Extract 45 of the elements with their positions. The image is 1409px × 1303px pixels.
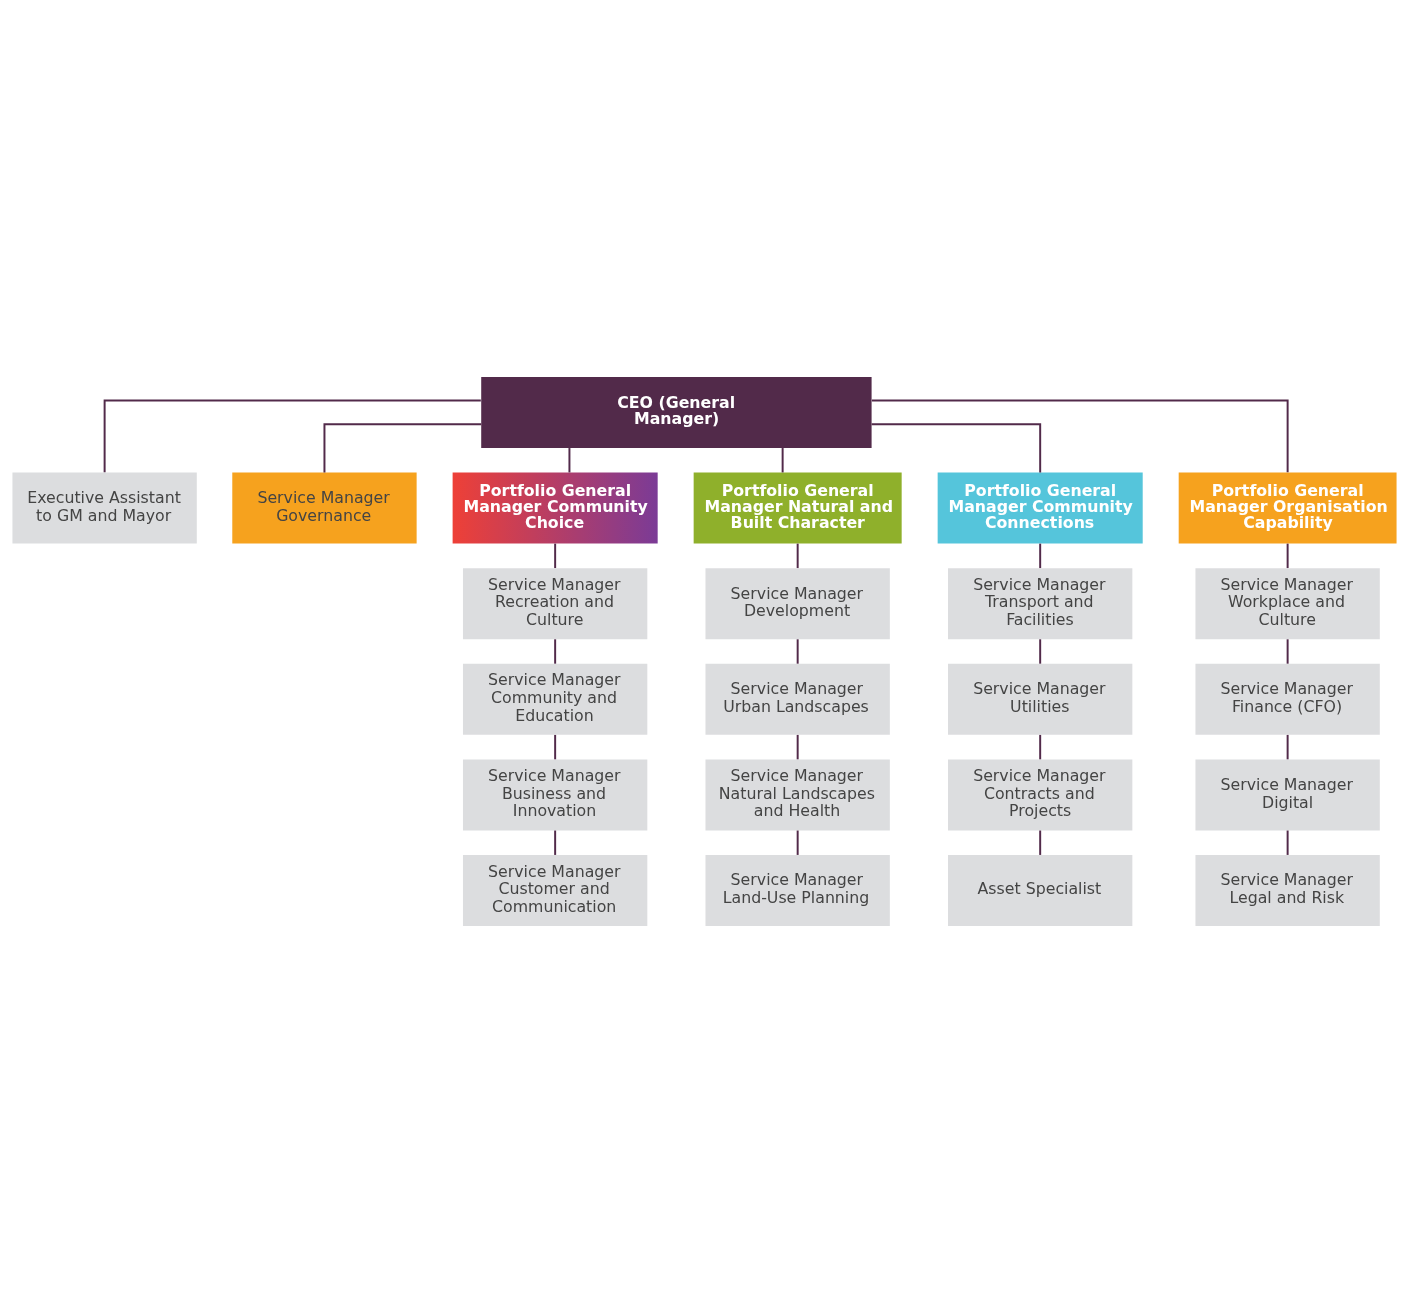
- connector: [1286, 638, 1289, 665]
- node-box: CEO (General Manager): [481, 376, 872, 448]
- connector: [870, 423, 1042, 474]
- node-box: Portfolio General Manager Natural and Built Character: [693, 472, 902, 544]
- node-box: Service Manager Natural Landscapes and Health: [705, 759, 890, 831]
- node-box: Service Manager Legal and Risk: [1195, 855, 1380, 927]
- connector: [554, 542, 557, 570]
- node-box: Asset Specialist: [948, 855, 1133, 927]
- connector: [103, 399, 482, 474]
- connector: [796, 542, 799, 570]
- connector: [1039, 733, 1042, 761]
- connector: [568, 447, 571, 474]
- node-box: Service Manager Governance: [232, 472, 417, 544]
- connector: [1286, 829, 1289, 856]
- connector: [1039, 638, 1042, 665]
- node-box: Service Manager Finance (CFO): [1195, 663, 1380, 735]
- node-box: Service Manager Urban Landscapes: [705, 663, 890, 735]
- connector: [796, 829, 799, 856]
- connector: [1039, 542, 1042, 570]
- node-box: Service Manager Transport and Facilities: [948, 568, 1133, 640]
- node-box: Service Manager Utilities: [948, 663, 1133, 735]
- connector: [323, 423, 483, 474]
- node-box: Service Manager Contracts and Projects: [948, 759, 1133, 831]
- connector: [1286, 733, 1289, 761]
- connector: [1286, 542, 1289, 570]
- connector: [1039, 829, 1042, 856]
- node-box: Service Manager Customer and Communication: [462, 855, 648, 927]
- node-box: Portfolio General Manager Organisation Capability: [1178, 472, 1397, 544]
- connector: [796, 733, 799, 761]
- node-box: Service Manager Community and Education: [462, 663, 648, 735]
- connector: [554, 733, 557, 761]
- node-box: Service Manager Business and Innovation: [462, 759, 648, 831]
- node-box: Portfolio General Manager Community Choice: [452, 472, 658, 544]
- connector: [554, 829, 557, 856]
- node-box: Portfolio General Manager Community Connections: [937, 472, 1143, 544]
- node-box: Service Manager Land-Use Planning: [705, 855, 890, 927]
- node-box: Service Manager Workplace and Culture: [1195, 568, 1380, 640]
- connector: [554, 638, 557, 665]
- node-box: Executive Assistant to GM and Mayor: [12, 472, 197, 544]
- node-box: Service Manager Recreation and Culture: [462, 568, 648, 640]
- node-box: Service Manager Digital: [1195, 759, 1380, 831]
- node-box: Service Manager Development: [705, 568, 890, 640]
- connector: [796, 638, 799, 665]
- connector: [781, 447, 784, 474]
- connector: [870, 399, 1289, 474]
